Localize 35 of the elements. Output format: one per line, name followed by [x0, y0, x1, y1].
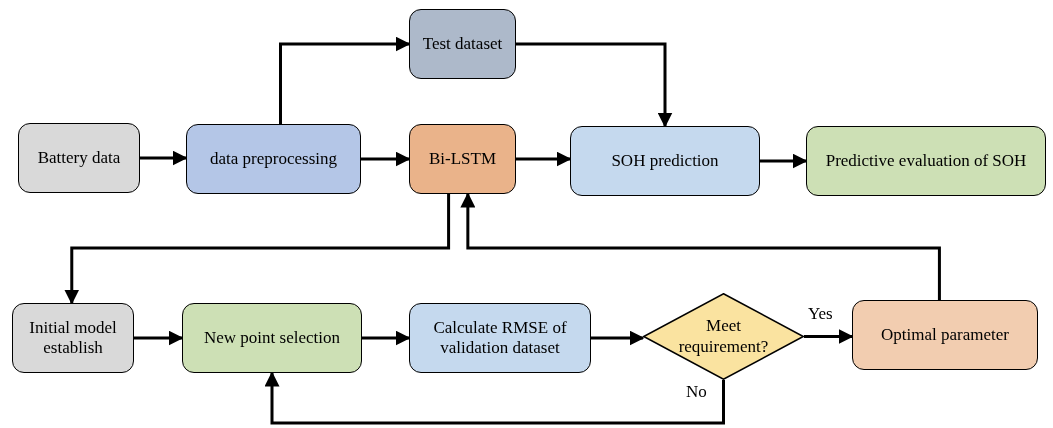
arrow — [760, 153, 808, 169]
node-label: data preprocessing — [209, 148, 338, 170]
node-label: Calculate RMSE of validation dataset — [432, 317, 568, 359]
process-box — [186, 124, 361, 194]
node-label: Battery data — [36, 147, 122, 169]
arrow — [134, 330, 184, 346]
arrow — [361, 151, 411, 167]
arrow — [460, 192, 941, 300]
process-box — [570, 126, 760, 196]
node-label: Bi-LSTM — [427, 148, 498, 170]
arrow — [516, 151, 572, 167]
process-box — [12, 303, 134, 373]
process-box — [409, 124, 516, 194]
arrow — [140, 150, 188, 166]
arrow — [362, 330, 411, 346]
process-box — [852, 300, 1038, 370]
process-box — [409, 303, 591, 373]
arrow — [279, 36, 411, 124]
arrow — [804, 329, 854, 344]
process-box — [409, 9, 516, 79]
node-label: New point selection — [203, 327, 341, 349]
arrow — [591, 330, 645, 346]
process-box — [806, 126, 1046, 196]
arrow — [64, 194, 451, 305]
node-label: Meet requirement? — [677, 316, 770, 357]
node-label: Optimal parameter — [880, 324, 1010, 346]
node-label: SOH prediction — [610, 150, 720, 172]
node-label: Initial model establish — [28, 317, 118, 359]
arrow — [516, 42, 673, 128]
node-label: Predictive evaluation of SOH — [824, 150, 1028, 172]
decision-diamond — [643, 293, 804, 380]
arrow — [264, 371, 725, 425]
process-box — [18, 123, 140, 193]
process-box — [182, 303, 362, 373]
node-label: Test dataset — [421, 33, 504, 55]
